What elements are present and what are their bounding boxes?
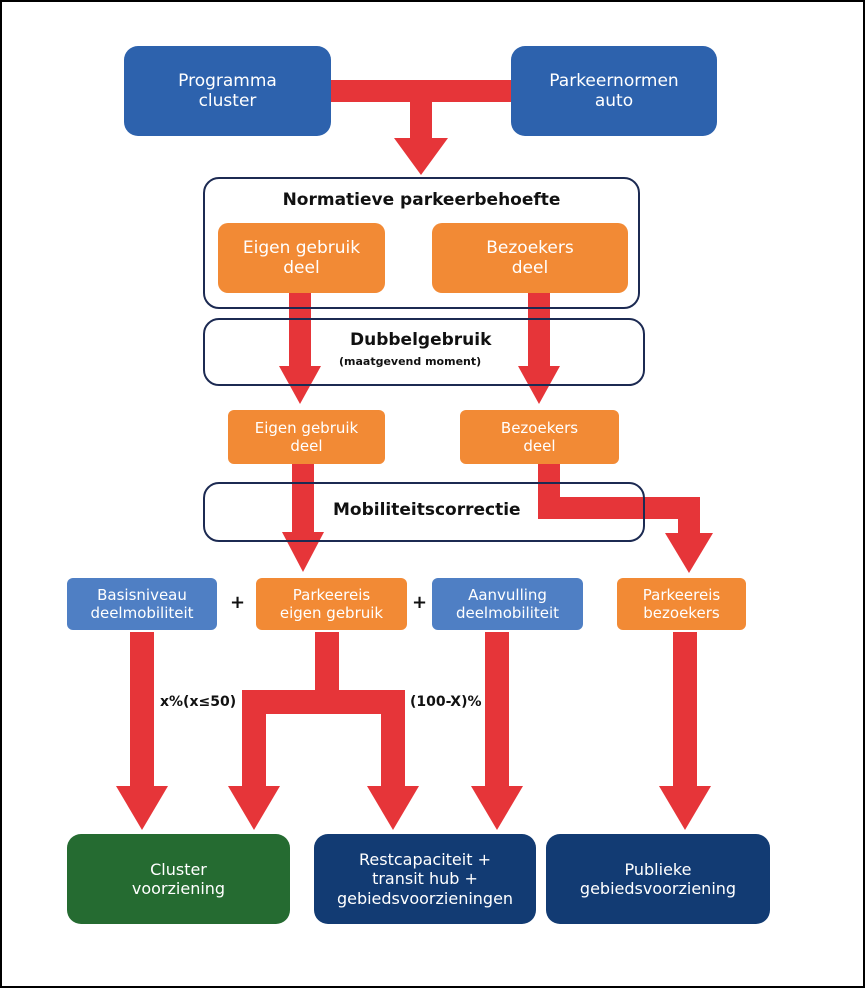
arrow-basis-stem xyxy=(130,632,154,790)
section-dubbelgebruik-title: Dubbelgebruik xyxy=(350,330,492,350)
section-mobiliteitscorrectie-title: Mobiliteitscorrectie xyxy=(333,500,521,520)
box-basisniveau: Basisniveau deelmobiliteit xyxy=(67,578,217,630)
operator-plus-2: + xyxy=(412,592,428,613)
section-mobiliteitscorrectie xyxy=(203,482,645,542)
section-dubbelgebruik xyxy=(203,318,645,386)
box-bezoekers-2: Bezoekers deel xyxy=(460,410,619,464)
arrow-publiek-head xyxy=(659,786,711,830)
arrow-split-bar xyxy=(242,690,405,714)
arrow-bezoekers-2-head xyxy=(665,533,713,573)
arrow-bezoekers-1-stem xyxy=(528,292,550,370)
arrow-aanvulling-head xyxy=(471,786,523,830)
box-eigen-gebruik-1: Eigen gebruik deel xyxy=(218,223,385,293)
arrow-split-left xyxy=(242,690,266,790)
box-publieke-gebiedsvoorziening: Publieke gebiedsvoorziening xyxy=(546,834,770,924)
box-cluster-voorziening: Cluster voorziening xyxy=(67,834,290,924)
arrow-publiek-stem xyxy=(673,632,697,790)
arrow-eigen-1-stem xyxy=(289,292,311,370)
arrow-split-left-head xyxy=(228,786,280,830)
label-left-percentage: x%(x≤50) xyxy=(160,694,237,710)
arrow-bezoekers-2-down xyxy=(678,497,700,537)
arrow-top-stem xyxy=(410,80,432,142)
arrow-top-head xyxy=(394,138,448,175)
box-parkeereis-eigen: Parkeereis eigen gebruik xyxy=(256,578,407,630)
section-normatieve xyxy=(203,177,640,309)
arrow-eigen-2-head xyxy=(282,532,324,572)
box-parkeereis-bezoekers: Parkeereis bezoekers xyxy=(617,578,746,630)
arrow-split-right xyxy=(381,690,405,790)
arrow-aanvulling-stem xyxy=(485,632,509,790)
arrow-split-right-head xyxy=(367,786,419,830)
section-dubbelgebruik-subtitle: (maatgevend moment) xyxy=(339,355,482,368)
section-normatieve-title: Normatieve parkeerbehoefte xyxy=(282,190,561,210)
box-aanvulling: Aanvulling deelmobiliteit xyxy=(432,578,583,630)
operator-plus-1: + xyxy=(230,592,246,613)
box-programma-cluster: Programma cluster xyxy=(124,46,331,136)
box-eigen-gebruik-2: Eigen gebruik deel xyxy=(228,410,385,464)
arrow-basis-head xyxy=(116,786,168,830)
label-right-percentage: (100-X)% xyxy=(410,694,482,710)
arrow-bezoekers-2-horizontal xyxy=(538,497,700,519)
box-restcapaciteit: Restcapaciteit + transit hub + gebiedsvo… xyxy=(314,834,536,924)
box-bezoekers-1: Bezoekers deel xyxy=(432,223,628,293)
box-parkeernormen-auto: Parkeernormen auto xyxy=(511,46,717,136)
